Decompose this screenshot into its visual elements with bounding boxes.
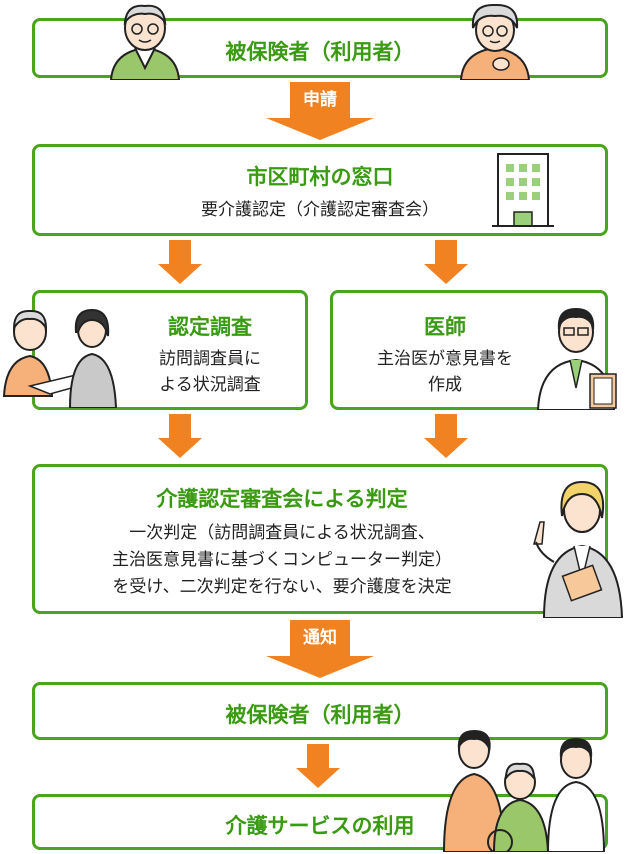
municipality-body: 要介護認定（介護認定審査会） [201,200,439,220]
review-body-line3: を受け、二次判定を行ない、要介護度を決定 [112,577,452,597]
arrow-to-service [296,744,340,788]
doctor-body-line1: 主治医が意見書を [377,349,513,369]
notify-label: 通知 [290,620,350,656]
doctor-title: 医師 [424,315,466,339]
caregivers-illustration [442,730,606,852]
insured-title-top: 被保険者（利用者） [225,40,415,64]
interview-illustration [2,308,118,408]
review-body-line1: 一次判定（訪問調査員による状況調査、 [129,523,435,543]
service-title: 介護サービスの利用 [225,814,415,838]
review-title: 介護認定審査会による判定 [156,487,408,511]
apply-label: 申請 [290,82,350,118]
insured-title-bottom: 被保険者（利用者） [225,703,415,727]
building-icon [492,153,554,227]
insured-box-bottom: 被保険者（利用者） [32,682,608,740]
elderly-woman-illustration [459,3,531,80]
arrow-survey-to-review [158,414,202,458]
arrow-to-survey [158,240,202,284]
survey-body-line2: よる状況調査 [159,375,261,395]
doctor-illustration [536,308,617,410]
doctor-body-line2: 作成 [428,375,462,395]
review-body-line2: 主治医意見書に基づくコンピューター判定） [112,550,452,570]
survey-title: 認定調査 [168,315,252,339]
municipality-title: 市区町村の窓口 [246,165,394,189]
apply-arrow: 申請 [266,82,374,140]
presenter-illustration [533,480,624,618]
arrow-to-doctor [424,240,468,284]
elderly-man-illustration [109,4,181,80]
notify-arrow: 通知 [266,620,374,678]
survey-body-line1: 訪問調査員に [159,349,261,369]
arrow-doctor-to-review [424,414,468,458]
review-box: 介護認定審査会による判定 一次判定（訪問調査員による状況調査、 主治医意見書に基… [32,464,608,614]
